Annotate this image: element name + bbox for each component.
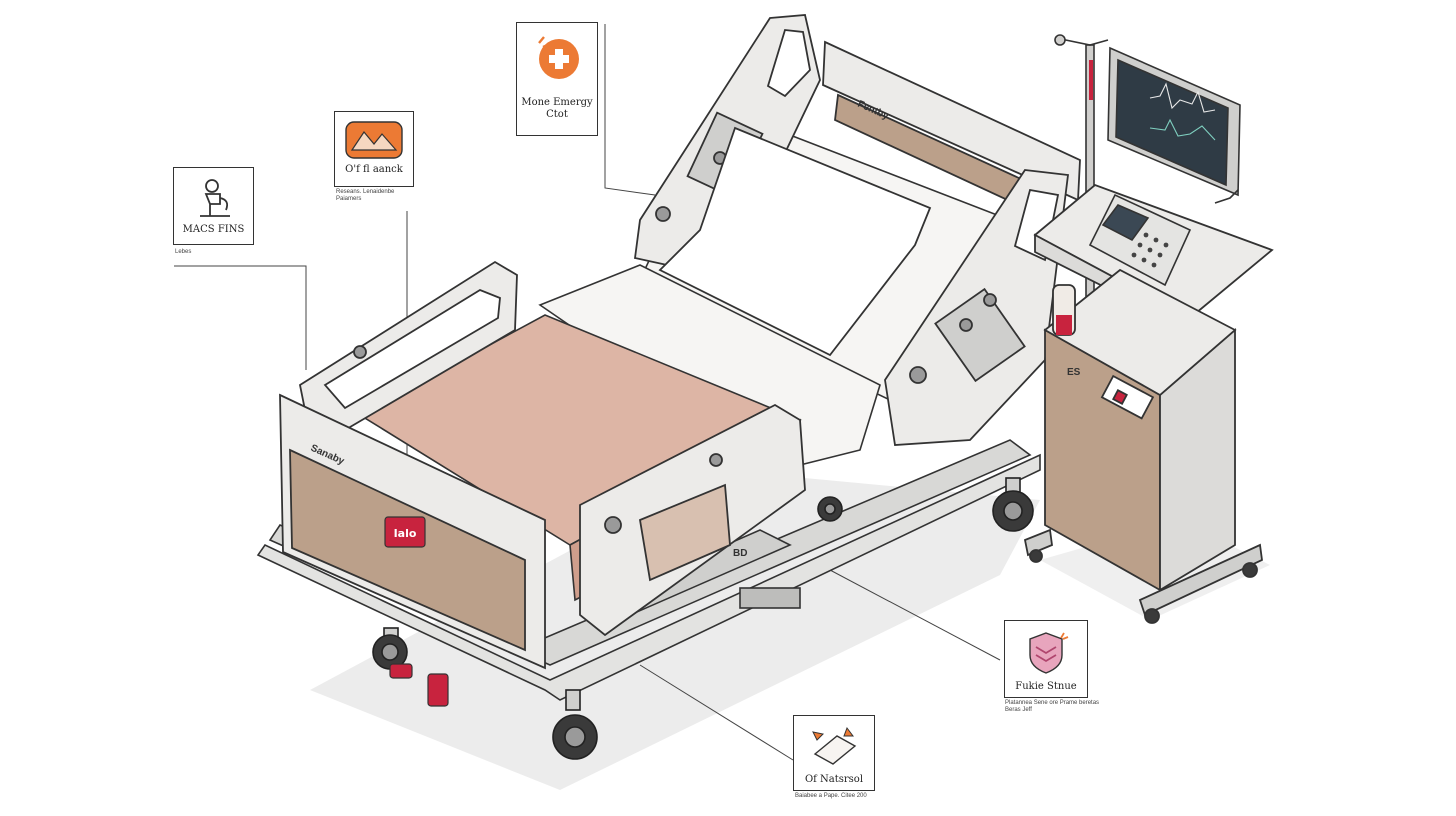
mountain-pad-icon: [345, 121, 403, 159]
callout-mattress-caption: Baiabee a Pape. Citee 200: [795, 793, 867, 799]
siderail-mark: BD: [733, 548, 747, 559]
caster-back-left: [817, 496, 843, 522]
pillow: [658, 126, 932, 357]
casters: [372, 477, 1034, 760]
callout-mattress: Of Natsrsol: [793, 715, 875, 791]
callout-mattress-title: Of Natsrsol: [804, 774, 864, 785]
leader-line-lift: [174, 265, 307, 370]
footboard-badge-plate: [384, 516, 426, 548]
leader-lines: [174, 24, 1001, 761]
footboard-badge: Ialo: [394, 527, 417, 540]
siderail-foot-right: BD: [579, 403, 806, 637]
callout-lift-caption: Lebes: [175, 249, 192, 255]
callout-pad-title: O'f fl aanck: [345, 164, 403, 175]
caster-front-right: [552, 689, 598, 760]
callout-lift-title: MACS FINS: [182, 224, 245, 235]
patient-lift-icon: [199, 179, 230, 217]
infusion-pump: [1088, 193, 1192, 287]
leader-line-emergency: [604, 24, 656, 196]
leader-line-shield: [829, 569, 1001, 661]
callout-pad: O'f fl aanck: [334, 111, 414, 187]
leader-line-mattress: [639, 664, 794, 761]
callout-emergency-title: Mone Emergy Ctot: [521, 97, 593, 120]
layered-shield-icon: [1029, 632, 1069, 674]
patient-monitor: [1107, 46, 1241, 204]
siderail-head-right: [884, 169, 1070, 446]
mattress-wedge-icon: [812, 726, 857, 765]
cabinet-mark: ES: [1067, 367, 1081, 378]
callout-shield: Fukie Stnue: [1004, 620, 1088, 698]
callout-pad-caption: Reseans. Lenaidenbe Paiamers: [336, 189, 395, 203]
callout-lift: MACS FINS: [173, 167, 254, 245]
callout-emergency: Mone Emergy Ctot: [516, 22, 598, 136]
brake-pedal-right[interactable]: [427, 673, 449, 707]
medical-cross-icon: [538, 36, 579, 79]
brake-pedal-left[interactable]: [389, 663, 413, 679]
callout-shield-caption: Platannea Sene ore Prame beretas Beras J…: [1005, 700, 1100, 714]
footboard: Ialo Sanaby: [279, 393, 546, 670]
caster-back-right: [992, 477, 1034, 532]
caster-front-left: [372, 627, 408, 670]
callout-shield-title: Fukie Stnue: [1015, 681, 1077, 692]
